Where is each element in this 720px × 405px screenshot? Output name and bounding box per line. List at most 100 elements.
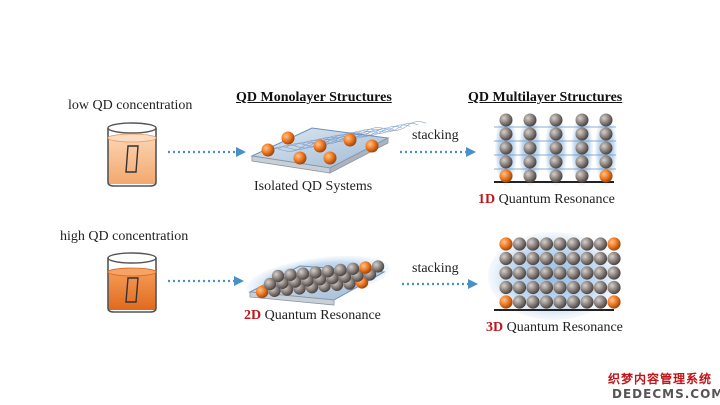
qd-sphere-gray <box>499 155 513 169</box>
qd-sphere-gray <box>523 127 537 141</box>
qd-sphere-gray <box>599 127 613 141</box>
monolayer-dense <box>246 255 390 306</box>
heading-multilayer: QD Multilayer Structures <box>468 90 623 105</box>
watermark-line1: 织梦内容管理系统 <box>608 372 713 386</box>
qd-sphere-gray <box>580 280 594 295</box>
qd-sphere-orange <box>323 151 337 165</box>
qd-sphere-gray <box>334 263 347 277</box>
caption-2d: 2D Quantum Resonance <box>244 308 381 324</box>
label-stacking-bottom: stacking <box>412 261 459 276</box>
qd-sphere-gray <box>512 295 527 309</box>
multilayer-3d <box>488 232 621 320</box>
arrow-bottom-1 <box>168 276 244 286</box>
qd-sphere-orange <box>293 151 307 165</box>
qd-sphere-gray <box>549 169 563 183</box>
qd-sphere-gray <box>553 237 567 251</box>
process-arrows <box>168 147 478 289</box>
qd-sphere-orange <box>365 139 379 153</box>
qd-sphere-gray <box>539 251 554 266</box>
qd-sphere-gray <box>523 169 537 183</box>
qd-sphere-orange <box>607 237 621 251</box>
caption-3d: 3D Quantum Resonance <box>486 320 623 336</box>
qd-sphere-gray <box>284 268 297 281</box>
qd-sphere-gray <box>553 266 567 280</box>
qd-sphere-gray <box>371 260 385 273</box>
qd-sphere-gray <box>499 251 513 266</box>
substrate-slide-icon <box>125 277 139 303</box>
qd-sphere-gray <box>499 127 513 141</box>
qd-sphere-gray <box>549 113 563 127</box>
qd-sphere-orange <box>607 295 621 309</box>
beaker-high <box>107 252 157 313</box>
qd-sphere-gray <box>549 127 563 141</box>
qd-sphere-orange <box>599 169 613 183</box>
qd-sphere-orange <box>343 133 357 147</box>
qd-sphere-gray <box>607 280 621 295</box>
qd-sphere-gray <box>512 280 527 295</box>
qd-sphere-gray <box>566 266 581 280</box>
qd-sphere-gray <box>499 266 513 280</box>
qd-sphere-gray <box>539 266 554 280</box>
qd-sphere-orange <box>499 295 513 309</box>
qd-sphere-orange <box>255 285 269 299</box>
qd-sphere-gray <box>526 251 540 266</box>
qd-sphere-gray <box>526 280 540 295</box>
dimension-1d: 1D <box>478 192 496 207</box>
qd-sphere-gray <box>526 266 540 280</box>
qd-sphere-orange <box>499 237 513 251</box>
qd-sphere-gray <box>539 237 554 251</box>
qd-sphere-gray <box>566 295 581 309</box>
qd-sphere-gray <box>512 251 527 266</box>
qd-sphere-gray <box>553 295 567 309</box>
qd-sphere-gray <box>523 113 537 127</box>
qd-sphere-gray <box>346 262 360 275</box>
multilayer-1d <box>494 113 617 186</box>
watermark-line2: DEDECMS.COM <box>612 387 720 401</box>
qd-sphere-gray <box>580 251 594 266</box>
qd-sphere-orange <box>313 139 327 153</box>
qd-sphere-gray <box>575 169 589 183</box>
qd-sphere-gray <box>593 280 608 295</box>
qd-sphere-gray <box>593 251 608 266</box>
qd-sphere-gray <box>271 269 285 283</box>
qd-sphere-gray <box>321 265 335 278</box>
qd-sphere-gray <box>593 295 608 309</box>
caption-1d: 1D Quantum Resonance <box>478 192 615 208</box>
qd-sphere-gray <box>263 277 277 291</box>
qd-sphere-gray <box>523 141 537 155</box>
dimension-3d: 3D <box>486 320 504 335</box>
qd-sphere-gray <box>566 251 581 266</box>
qd-sphere-gray <box>580 295 594 309</box>
qd-sphere-gray <box>526 295 540 309</box>
qd-sphere-gray <box>593 237 608 251</box>
caption-isolated: Isolated QD Systems <box>254 179 373 194</box>
qd-sphere-gray <box>607 266 621 280</box>
beaker-low-liquid <box>108 138 156 184</box>
qd-sphere-gray <box>296 267 310 280</box>
qd-sphere-gray <box>499 113 513 127</box>
qd-sphere-gray <box>599 155 613 169</box>
arrow-top-2 <box>400 147 476 157</box>
substrate-slide-icon <box>125 145 139 173</box>
qd-sphere-gray <box>553 251 567 266</box>
qd-sphere-gray <box>593 266 608 280</box>
qd-sphere-gray <box>512 266 527 280</box>
caption-1d-text: Quantum Resonance <box>495 192 615 207</box>
qd-sphere-gray <box>575 113 589 127</box>
qd-sphere-gray <box>575 141 589 155</box>
qd-sphere-orange <box>359 261 372 274</box>
qd-sphere-gray <box>309 266 322 279</box>
qd-sphere-gray <box>580 266 594 280</box>
qd-sphere-gray <box>575 155 589 169</box>
beaker-high-glass <box>107 258 157 313</box>
arrow-top-1 <box>168 147 246 157</box>
qd-sphere-orange <box>281 131 295 145</box>
qd-sphere-gray <box>575 127 589 141</box>
qd-sphere-gray <box>566 280 581 295</box>
qd-sphere-gray <box>553 280 567 295</box>
beaker-low <box>107 122 157 187</box>
dimension-2d: 2D <box>244 308 262 323</box>
qd-sphere-gray <box>566 237 581 251</box>
qd-sphere-gray <box>599 141 613 155</box>
label-stacking-top: stacking <box>412 128 459 143</box>
